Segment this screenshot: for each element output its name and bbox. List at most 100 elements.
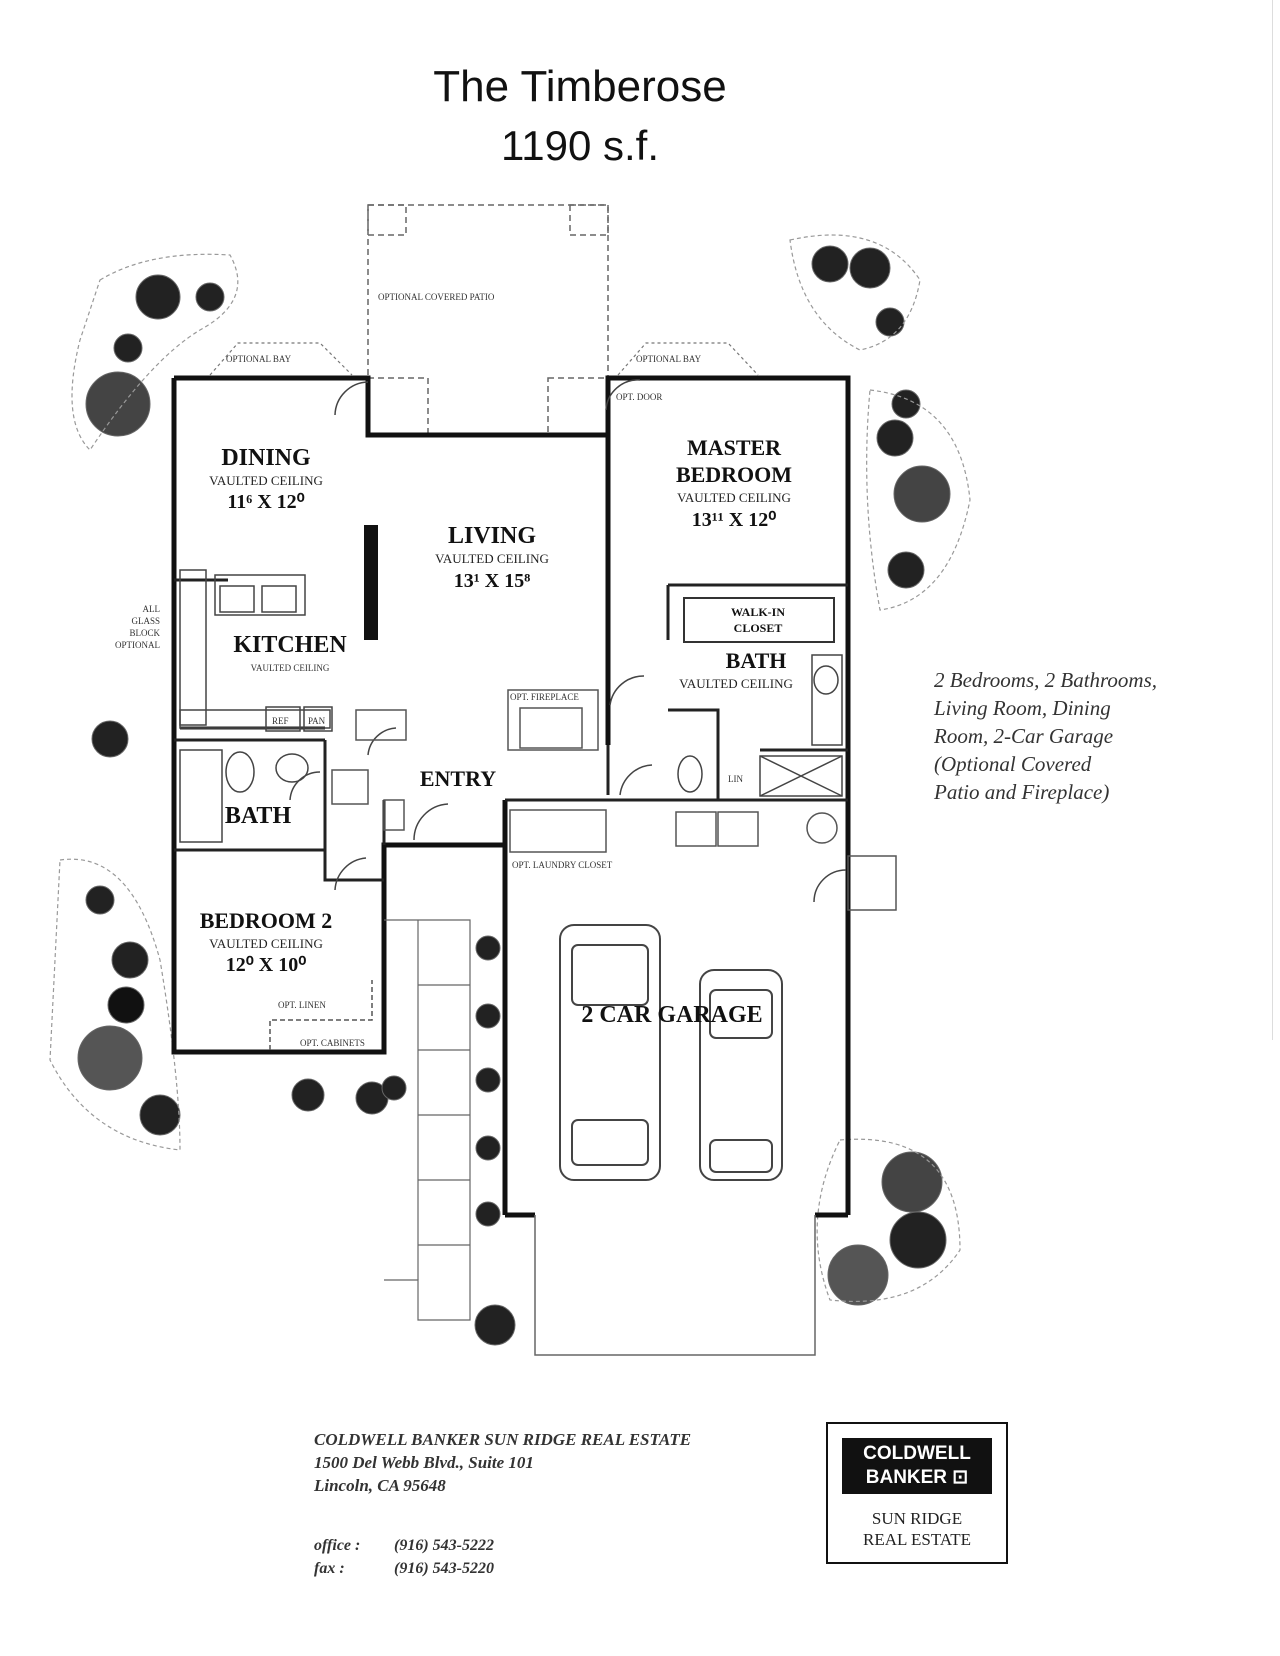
tree (849, 247, 891, 289)
living-size: 13¹ X 15⁸ (454, 570, 530, 592)
master-size: 13¹¹ X 12⁰ (692, 509, 776, 531)
driveway (534, 1215, 816, 1356)
bath-master-ceiling: VAULTED CEILING (679, 676, 793, 691)
master-label-1: MASTER (687, 435, 782, 460)
tree (195, 282, 225, 312)
summary-line: Room, 2-Car Garage (934, 724, 1114, 748)
garage-label: 2 CAR GARAGE (581, 1002, 762, 1028)
tree (85, 371, 151, 437)
walk-in-closet (683, 597, 835, 643)
opt-laundry-label: OPT. LAUNDRY CLOSET (512, 860, 613, 870)
bedroom2-size: 12⁰ X 10⁰ (226, 954, 306, 976)
planter (475, 1201, 501, 1227)
bay-right-label: OPTIONAL BAY (636, 354, 702, 364)
tree (85, 885, 115, 915)
glass-block-2: GLASS (131, 616, 160, 626)
bath-fixtures (179, 654, 843, 843)
ref-label: REF (272, 716, 289, 726)
entry-features (331, 709, 407, 831)
tree (889, 1211, 947, 1269)
laundry-closet (509, 809, 838, 853)
planter (475, 1003, 501, 1029)
living-label: LIVING (448, 523, 536, 549)
dining-size: 11⁶ X 12⁰ (227, 491, 304, 513)
summary-line: (Optional Covered (934, 752, 1092, 776)
bedroom2-ceiling: VAULTED CEILING (209, 936, 323, 951)
tree (111, 941, 149, 979)
logo-light-block: SUN RIDGE REAL ESTATE (828, 1508, 1006, 1550)
opt-fireplace-label: OPT. FIREPLACE (510, 692, 579, 702)
walkin-label-1: WALK-IN (731, 605, 785, 619)
summary-line: Living Room, Dining (934, 696, 1111, 720)
planter (475, 1067, 501, 1093)
side-door-stoop (847, 855, 897, 911)
exterior-walls (171, 375, 851, 1218)
bath2-label: BATH (225, 803, 292, 829)
tree (875, 307, 905, 337)
glass-block-4: OPTIONAL (115, 640, 160, 650)
tree (474, 1304, 516, 1346)
tree (876, 419, 914, 457)
planter (475, 1135, 501, 1161)
logo-line: COLDWELL (863, 1443, 971, 1464)
fax-phone: (916) 543-5220 (394, 1560, 494, 1577)
patio-label: OPTIONAL COVERED PATIO (378, 292, 495, 302)
opt-fireplace-box (507, 689, 599, 751)
plan-area: 1190 s.f. (501, 122, 659, 169)
landscape-trees (77, 245, 951, 1346)
agency-info: COLDWELL BANKER SUN RIDGE REAL ESTATE 15… (314, 1428, 814, 1497)
bay-left-label: OPTIONAL BAY (226, 354, 292, 364)
entry-label: ENTRY (420, 766, 496, 791)
logo-dark-block: COLDWELL BANKER ⊡ (842, 1438, 992, 1494)
tree (77, 1025, 143, 1091)
dining-ceiling: VAULTED CEILING (209, 473, 323, 488)
tree (291, 1078, 325, 1112)
front-walkway (384, 919, 471, 1321)
agency-name: COLDWELL BANKER SUN RIDGE REAL ESTATE (314, 1430, 692, 1449)
bedroom2-opt-cabinets (269, 980, 373, 1050)
plan-summary: 2 Bedrooms, 2 Bathrooms, Living Room, Di… (934, 666, 1254, 806)
tree (135, 274, 181, 320)
bedroom2-label: BEDROOM 2 (200, 908, 333, 933)
opt-cabinets-label: OPT. CABINETS (300, 1038, 365, 1048)
dining-label: DINING (221, 445, 311, 471)
master-ceiling: VAULTED CEILING (677, 490, 791, 505)
tree (827, 1244, 889, 1306)
tree (107, 986, 145, 1024)
shrub-outlines (49, 234, 971, 1303)
tree (893, 465, 951, 523)
agency-address-2: Lincoln, CA 95648 (314, 1476, 446, 1495)
pan-label: PAN (308, 716, 326, 726)
office-label: office : (314, 1537, 361, 1554)
glass-block-1: ALL (143, 604, 161, 614)
kitchen-ceiling: VAULTED CEILING (251, 663, 330, 673)
page-edge-line (1272, 0, 1273, 1040)
tree (139, 1094, 181, 1136)
tree (891, 389, 921, 419)
logo-line: REAL ESTATE (862, 1530, 972, 1549)
bath-master-label: BATH (726, 648, 787, 673)
optional-patio (367, 204, 609, 436)
door-swings (289, 379, 847, 903)
opt-door-label: OPT. DOOR (616, 392, 662, 402)
agency-address-1: 1500 Del Webb Blvd., Suite 101 (314, 1453, 534, 1472)
tree (881, 1151, 943, 1213)
tree (113, 333, 143, 363)
garage-cars (559, 924, 783, 1181)
fireplace-column (364, 525, 378, 640)
fax-label: fax : (314, 1560, 345, 1577)
kitchen-label: KITCHEN (233, 632, 347, 658)
summary-line: 2 Bedrooms, 2 Bathrooms, (934, 668, 1158, 692)
glass-block-3: BLOCK (129, 628, 160, 638)
tree (811, 245, 849, 283)
tree (381, 1075, 407, 1101)
agency-contact: office : (916) 543-5222 fax : (916) 543-52… (314, 1534, 494, 1580)
opt-linen-label: OPT. LINEN (278, 1000, 326, 1010)
planter (475, 935, 501, 961)
logo-line: SUN RIDGE (871, 1509, 963, 1528)
logo-line: BANKER ⊡ (865, 1467, 969, 1488)
office-phone: (916) 543-5222 (394, 1537, 494, 1554)
tree (887, 551, 925, 589)
lin-label: LIN (728, 774, 743, 784)
